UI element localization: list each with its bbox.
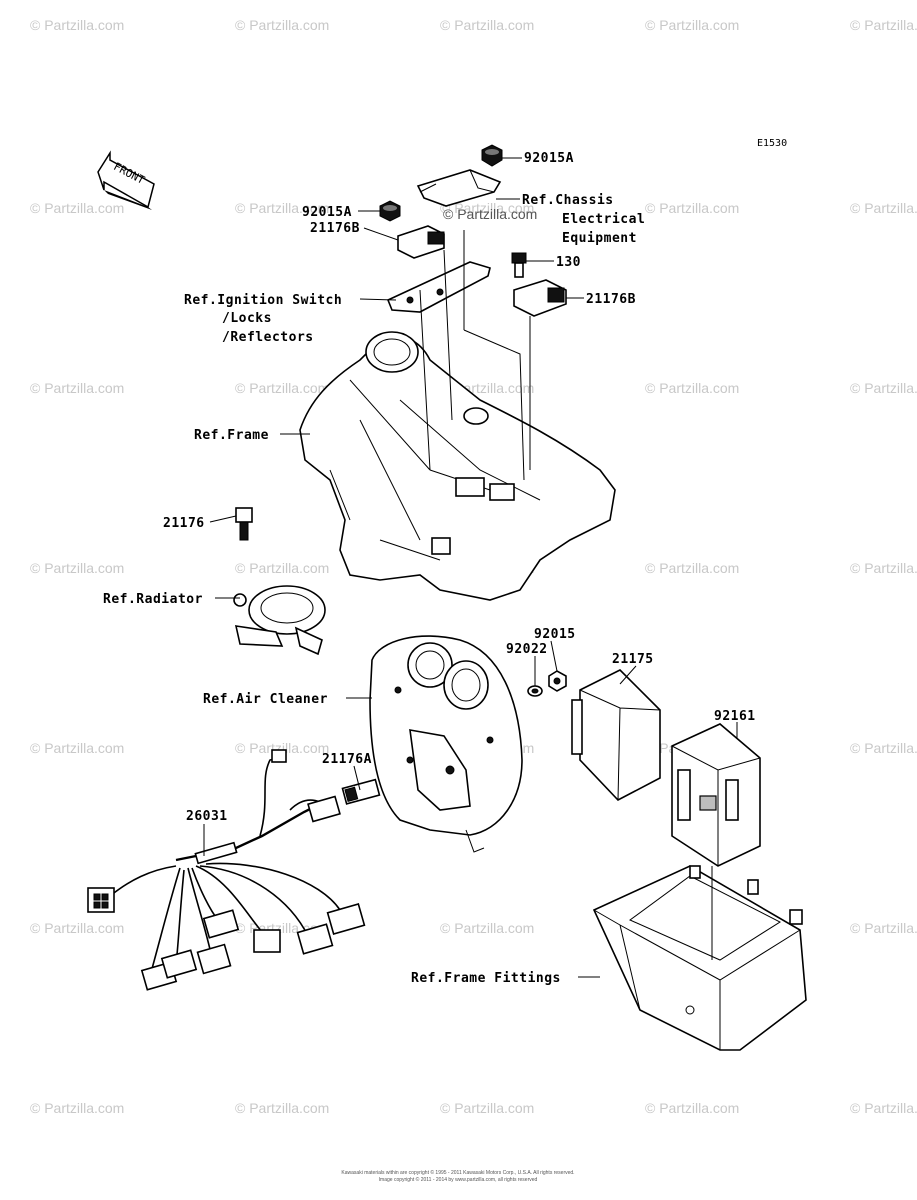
label-26031: 26031 [186, 809, 228, 824]
front-arrow-icon: FRONT [97, 150, 155, 210]
frame [299, 331, 616, 601]
watermark: © Partzilla.com [850, 200, 917, 216]
label-92015A-left: 92015A [302, 205, 352, 220]
wiring-harness-26031 [87, 749, 366, 991]
sensor-21176A [341, 778, 381, 805]
label-21175: 21175 [612, 652, 654, 667]
label-92015: 92015 [534, 627, 576, 642]
label-ref-chassis-1: Ref.Chassis [522, 193, 614, 208]
label-92161: 92161 [714, 709, 756, 724]
sensor-21176 [235, 507, 253, 541]
label-ref-chassis-3: Equipment [562, 231, 637, 246]
label-ref-frame: Ref.Frame [194, 428, 269, 443]
label-ref-ignition-1: Ref.Ignition Switch [184, 293, 342, 308]
watermark: © Partzilla.com [440, 920, 534, 936]
watermark: © Partzilla.com [440, 17, 534, 33]
watermark: © Partzilla.com [235, 740, 329, 756]
label-130: 130 [556, 255, 581, 270]
nut-92015 [548, 670, 567, 692]
sensor-21176B-right [513, 279, 567, 317]
watermark: © Partzilla.com [440, 200, 534, 216]
label-21176A: 21176A [322, 752, 372, 767]
label-ref-air-cleaner: Ref.Air Cleaner [203, 692, 328, 707]
nut-92015A-left [379, 200, 401, 222]
label-ref-frame-fittings: Ref.Frame Fittings [411, 971, 561, 986]
label-21176: 21176 [163, 516, 205, 531]
label-92022: 92022 [506, 642, 548, 657]
label-21176B-right: 21176B [586, 292, 636, 307]
copyright-line-2: Image copyright © 2011 - 2014 by www.par… [379, 1176, 538, 1183]
watermark: © Partzilla.com [645, 380, 739, 396]
inline-watermark: © Partzilla.com [443, 206, 537, 222]
watermark-layer: © Partzilla.com© Partzilla.com© Partzill… [30, 17, 917, 1116]
watermark: © Partzilla.com [30, 17, 124, 33]
watermark: © Partzilla.com [30, 380, 124, 396]
label-ref-chassis-2: Electrical [562, 212, 645, 227]
label-ref-ignition-2: /Locks [222, 311, 272, 326]
bolt-130 [511, 252, 527, 278]
bracket-plate-mid [386, 261, 491, 313]
watermark: © Partzilla.com [30, 1100, 124, 1116]
watermark: © Partzilla.com [850, 920, 917, 936]
washer-92022 [527, 685, 543, 697]
label-ref-radiator: Ref.Radiator [103, 592, 203, 607]
watermark: © Partzilla.com [645, 1100, 739, 1116]
watermark: © Partzilla.com [235, 380, 329, 396]
label-21176B-left: 21176B [310, 221, 360, 236]
leader-lines [203, 157, 738, 978]
nut-92015A-top [481, 144, 503, 167]
watermark: © Partzilla.com [235, 1100, 329, 1116]
watermark: © Partzilla.com [440, 1100, 534, 1116]
assembly-guide-lines [419, 230, 531, 481]
watermark: © Partzilla.com [645, 200, 739, 216]
watermark: © Partzilla.com [235, 560, 329, 576]
air-cleaner-plate [369, 635, 523, 853]
chassis-bracket-top [416, 169, 502, 207]
watermark: © Partzilla.com [235, 17, 329, 33]
watermark: © Partzilla.com [30, 740, 124, 756]
watermark: © Partzilla.com [850, 740, 917, 756]
callout-labels: 92015A Ref.Chassis Electrical Equipment … [103, 151, 756, 986]
watermark: © Partzilla.com [645, 17, 739, 33]
watermark: © Partzilla.com [30, 920, 124, 936]
holder-92161 [671, 723, 761, 867]
diagram-code: E1530 [757, 138, 787, 149]
watermark: © Partzilla.com [235, 200, 329, 216]
frame-fittings-tray [592, 865, 807, 1051]
sensor-21176B-left [397, 225, 445, 259]
copyright-line-1: Kawasaki materials within are copyright … [341, 1169, 574, 1176]
radiator-housing [233, 585, 326, 656]
watermark: © Partzilla.com [645, 560, 739, 576]
ecu-21175 [571, 669, 661, 801]
label-ref-ignition-3: /Reflectors [222, 330, 314, 345]
watermark: © Partzilla.com [30, 200, 124, 216]
watermark: © Partzilla.com [850, 17, 917, 33]
watermark: © Partzilla.com [850, 1100, 917, 1116]
watermark: © Partzilla.com [850, 560, 917, 576]
watermark: © Partzilla.com [30, 560, 124, 576]
watermark: © Partzilla.com [850, 380, 917, 396]
label-92015A-top: 92015A [524, 151, 574, 166]
